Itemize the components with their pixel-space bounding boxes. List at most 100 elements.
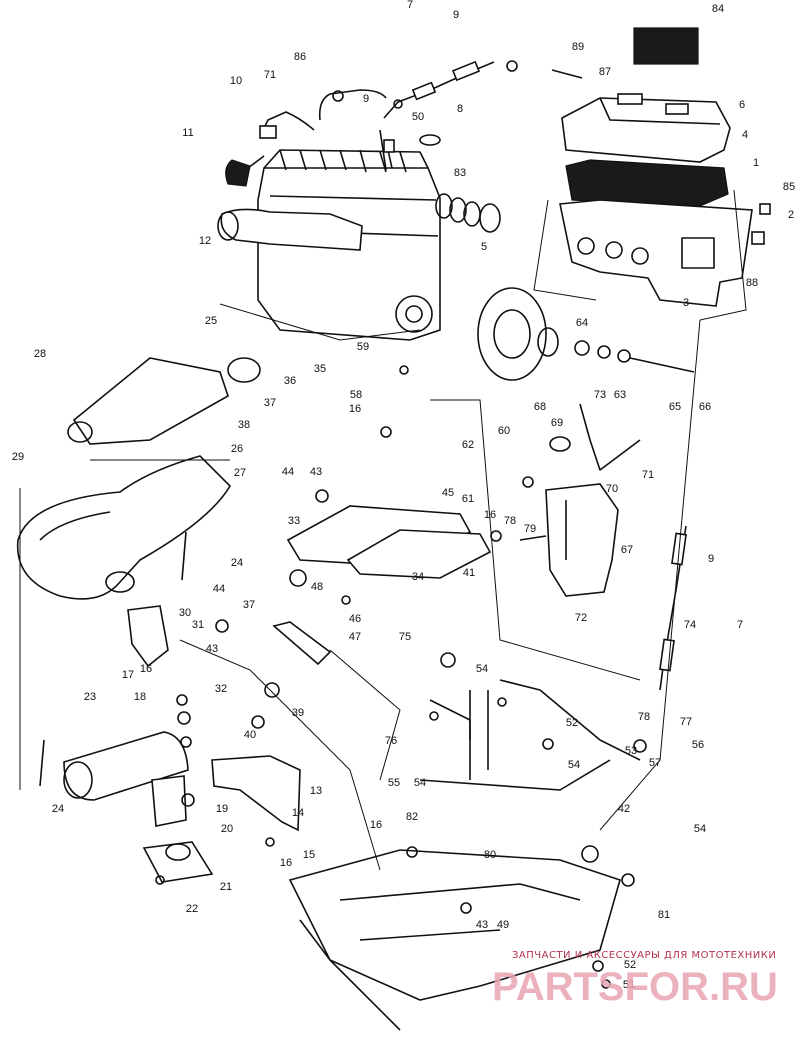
callout-16: 16 [280,857,292,869]
fuel-filter-assembly [659,525,687,691]
exhaust-mount-bracket [127,605,169,668]
watermark-caption: ЗАПЧАСТИ И АКСЕССУАРЫ ДЛЯ МОТОТЕХНИКИ [512,950,776,961]
callout-63: 63 [614,389,626,401]
wiring-harness [259,89,387,171]
callout-70: 70 [606,483,618,495]
callout-48: 48 [311,581,323,593]
callout-54: 54 [694,823,706,835]
callout-88: 88 [746,277,758,289]
spark-plug-cap [225,155,265,187]
callout-7: 7 [737,619,743,631]
air-box-bolt [751,203,771,245]
callout-15: 15 [303,849,315,861]
callout-68: 68 [534,401,546,413]
callout-72: 72 [575,612,587,624]
callout-59: 59 [357,341,369,353]
callout-14: 14 [292,807,304,819]
callout-31: 31 [192,619,204,631]
springs [39,531,187,787]
callout-51: 51 [623,979,635,991]
callout-36: 36 [284,375,296,387]
callout-37: 37 [264,397,276,409]
callout-28: 28 [34,348,46,360]
callout-62: 62 [462,439,474,451]
callout-45: 45 [442,487,454,499]
exhaust-hanger-bracket [211,755,301,832]
pin [551,69,583,79]
callout-20: 20 [221,823,233,835]
callout-41: 41 [463,567,475,579]
oil-line [519,403,641,541]
callout-8: 8 [457,103,463,115]
callout-87: 87 [599,66,611,78]
callout-83: 83 [454,167,466,179]
callout-26: 26 [231,443,243,455]
muffler [63,731,189,827]
callout-53: 53 [625,745,637,757]
callout-37: 37 [243,599,255,611]
callout-18: 18 [134,691,146,703]
callout-56: 56 [692,739,704,751]
recoil-starter [477,287,695,381]
belly-pan [288,849,621,1031]
callout-79: 79 [524,523,536,535]
callout-43: 43 [476,919,488,931]
callout-12: 12 [199,235,211,247]
callout-5: 5 [481,241,487,253]
callout-22: 22 [186,903,198,915]
callout-71: 71 [264,69,276,81]
callout-2: 2 [788,209,794,221]
callout-29: 29 [12,451,24,463]
assembly-lines [19,189,747,871]
callout-78: 78 [638,711,650,723]
callout-76: 76 [385,735,397,747]
callout-3: 3 [683,297,689,309]
oil-tank [545,483,619,597]
callout-16: 16 [140,663,152,675]
callout-44: 44 [282,466,294,478]
intake-manifold [217,208,363,251]
callout-10: 10 [230,75,242,87]
callout-25: 25 [205,315,217,327]
callout-17: 17 [122,669,134,681]
callout-38: 38 [238,419,250,431]
callout-16: 16 [484,509,496,521]
callout-9: 9 [363,93,369,105]
callout-50: 50 [412,111,424,123]
fuel-line-assembly [383,60,518,119]
callout-21: 21 [220,881,232,893]
callout-4: 4 [742,129,748,141]
callout-80: 80 [484,849,496,861]
oil-tank-cap [549,436,571,452]
callout-47: 47 [349,631,361,643]
callout-32: 32 [215,683,227,695]
callout-82: 82 [406,811,418,823]
callout-35: 35 [314,363,326,375]
callout-86: 86 [294,51,306,63]
callout-54: 54 [568,759,580,771]
callout-23: 23 [84,691,96,703]
callout-30: 30 [179,607,191,619]
callout-11: 11 [182,127,193,139]
air-filter-foam [565,159,729,207]
rubber-mounts [215,489,329,729]
callout-74: 74 [684,619,696,631]
callout-75: 75 [399,631,411,643]
exhaust-flange [227,357,261,383]
callout-1: 1 [753,157,759,169]
callout-85: 85 [783,181,795,193]
callout-9: 9 [708,553,714,565]
air-box-housing [559,199,753,307]
callout-73: 73 [594,389,606,401]
callout-33: 33 [288,515,300,527]
callout-24: 24 [231,557,243,569]
callout-58: 58 [350,389,362,401]
sensor [383,134,441,169]
callout-27: 27 [234,467,246,479]
callout-34: 34 [412,571,424,583]
callout-78: 78 [504,515,516,527]
callout-6: 6 [739,99,745,111]
callout-65: 65 [669,401,681,413]
callout-16: 16 [370,819,382,831]
